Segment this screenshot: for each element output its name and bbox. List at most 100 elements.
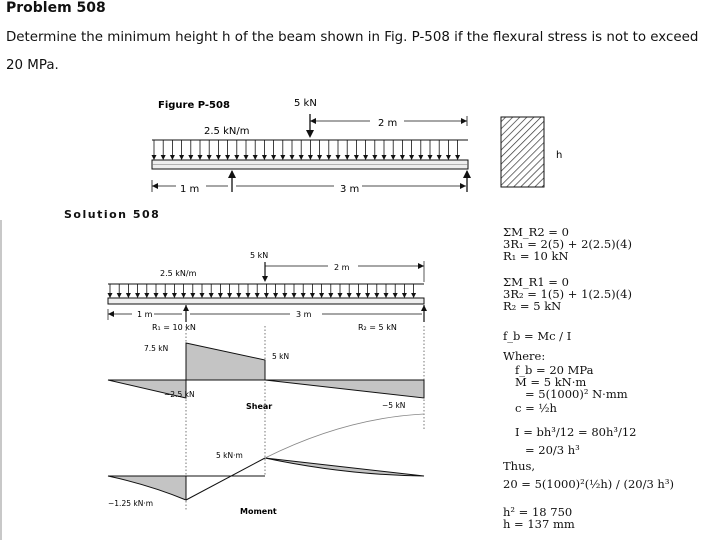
sol-dim-bottom <box>107 309 422 320</box>
load-arrow-head <box>374 293 380 298</box>
load-arrow-head <box>225 155 231 160</box>
load-arrow-head <box>217 293 223 298</box>
shear-diagram <box>107 342 425 399</box>
point-load-label: 5 kN <box>294 98 317 109</box>
load-arrow-head <box>436 155 442 160</box>
moment-label-m1: 5 kN·m <box>216 451 243 460</box>
figure-p508: Figure P-508 5 kN 2.5 kN/m 2 m 1 m 3 m h <box>151 98 562 195</box>
load-arrow-head <box>355 293 361 298</box>
load-arrow-head <box>298 155 304 160</box>
load-arrow-head <box>252 155 258 160</box>
load-arrow-head <box>160 155 166 160</box>
load-arrow-head <box>190 293 196 298</box>
shear-caption: Shear <box>246 402 272 411</box>
load-arrow-head <box>411 293 417 298</box>
load-arrow-head <box>227 293 233 298</box>
load-arrow-head <box>353 155 359 160</box>
load-arrow-head <box>206 155 212 160</box>
left-scroll-bar <box>0 220 2 540</box>
dim-bottom <box>151 180 466 192</box>
load-arrow-head <box>169 155 175 160</box>
load-arrow-head <box>291 293 297 298</box>
solution-diagram: 5 kN 2.5 kN/m 2 m 1 m 3 m R₁ = 10 kN R₂ … <box>107 251 427 516</box>
sol-point-load-label: 5 kN <box>250 251 268 260</box>
load-arrow-head <box>135 293 141 298</box>
sol-dim-right-label: 2 m <box>334 263 350 272</box>
load-arrow-head <box>199 293 205 298</box>
load-arrow-head <box>317 155 323 160</box>
load-arrow-head <box>344 155 350 160</box>
calc-line: 20 = 5(1000)²(½h) / (20/3 h³) <box>503 477 674 491</box>
load-arrow-head <box>427 155 433 160</box>
load-arrow-head <box>243 155 249 160</box>
load-arrow-head <box>319 293 325 298</box>
load-arrow-head <box>215 155 221 160</box>
figure-caption: Figure P-508 <box>158 100 230 111</box>
load-arrow-head <box>280 155 286 160</box>
dim-2m <box>309 116 468 126</box>
load-arrow-head <box>392 293 398 298</box>
section-h-label: h <box>556 150 562 161</box>
load-arrow-head <box>273 293 279 298</box>
shear-label-v3: −2.5 kN <box>164 390 195 399</box>
load-arrow-head <box>409 155 415 160</box>
load-arrow-head <box>282 293 288 298</box>
calc-line: h² = 18 750 <box>503 505 573 519</box>
shear-label-v1: 7.5 kN <box>144 344 168 353</box>
loading-top <box>151 139 468 160</box>
load-arrow-head <box>418 155 424 160</box>
load-arrow-head <box>261 155 267 160</box>
solution-title: Solution 508 <box>64 208 161 221</box>
load-arrow-head <box>372 155 378 160</box>
load-arrow-head <box>162 293 168 298</box>
calc-line: Thus, <box>503 459 536 473</box>
calc-line: Where: <box>503 349 546 363</box>
load-arrow-head <box>208 293 214 298</box>
load-arrow-head <box>363 155 369 160</box>
load-arrow-head <box>399 155 405 160</box>
sol-beam <box>107 297 425 305</box>
calc-line: I = bh³/12 = 80h³/12 <box>515 425 637 439</box>
load-arrow-head <box>263 293 269 298</box>
load-arrow-head <box>236 293 242 298</box>
calc-line: ΣM_R1 = 0 <box>503 275 569 289</box>
calc-line: R₁ = 10 kN <box>503 249 569 263</box>
load-arrow-head <box>455 155 461 160</box>
distributed-load-label: 2.5 kN/m <box>204 126 249 137</box>
problem-title: Problem 508 <box>6 0 106 16</box>
calc-line: = 20/3 h³ <box>525 443 580 457</box>
moment-diagram <box>107 413 425 501</box>
dim-right-label: 2 m <box>378 118 397 129</box>
calc-line: f_b = 20 MPa <box>515 363 594 377</box>
calc-line: c = ½h <box>515 401 557 415</box>
load-arrow-head <box>309 293 315 298</box>
moment-label-m2: −1.25 kN·m <box>108 499 153 508</box>
load-arrow-head <box>188 155 194 160</box>
load-arrow-head <box>151 155 157 160</box>
sol-dim-span-label: 3 m <box>296 310 312 319</box>
load-arrow-head <box>289 155 295 160</box>
load-arrow-head <box>328 293 334 298</box>
calc-line: = 5(1000)² N·mm <box>525 387 628 401</box>
calc-line: ΣM_R2 = 0 <box>503 225 569 239</box>
load-arrow-head <box>171 293 177 298</box>
load-arrow-head <box>383 293 389 298</box>
calc-line: R₂ = 5 kN <box>503 299 562 313</box>
load-arrow-head <box>144 293 150 298</box>
load-arrow-head <box>381 155 387 160</box>
sol-loading <box>107 283 424 298</box>
reaction-right-label: R₂ = 5 kN <box>358 323 397 332</box>
dim-left-label: 1 m <box>180 184 199 195</box>
load-arrow-head <box>197 155 203 160</box>
load-arrow-head <box>153 293 159 298</box>
sol-dim-left-label: 1 m <box>137 310 153 319</box>
load-arrow-head <box>326 155 332 160</box>
beam-cross-section <box>500 116 545 188</box>
load-arrow-head <box>254 293 260 298</box>
load-arrow-head <box>365 293 371 298</box>
dim-span-label: 3 m <box>340 184 359 195</box>
load-arrow-head <box>179 155 185 160</box>
calc-line: f_b = Mc / I <box>503 329 572 343</box>
calc-line: h = 137 mm <box>503 517 575 531</box>
reaction-arrows <box>228 170 471 192</box>
